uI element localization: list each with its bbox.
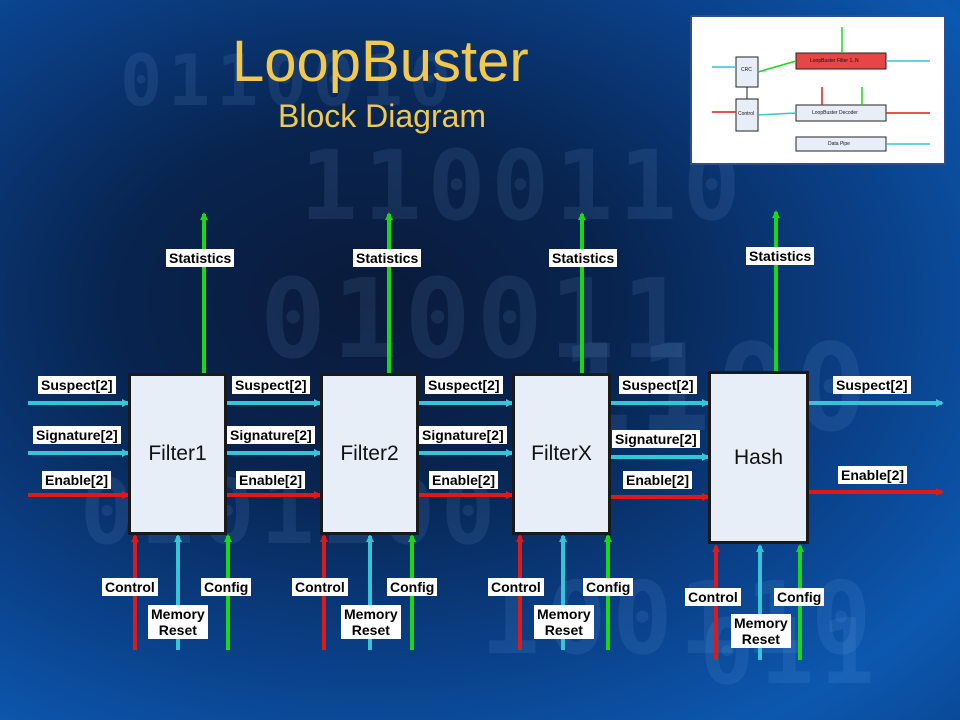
label-memreset-filter1: Memory Reset bbox=[148, 605, 208, 639]
label-memreset-line2: Reset bbox=[158, 622, 197, 638]
label-config-filterx: Config bbox=[583, 578, 634, 596]
label-memreset-line1: Memory bbox=[537, 606, 591, 622]
label-enable-out: Enable[2] bbox=[838, 466, 908, 484]
label-suspect-out: Suspect[2] bbox=[833, 376, 911, 394]
label-control-filter2: Control bbox=[292, 578, 348, 596]
overview-thumbnail: CRC Control LoopBuster Filter 1..N LoopB… bbox=[690, 15, 946, 165]
label-config-hash: Config bbox=[774, 588, 825, 606]
label-control-filter1: Control bbox=[102, 578, 158, 596]
thumb-block-datapipe: Data Pipe bbox=[828, 141, 850, 147]
label-control-hash: Control bbox=[685, 588, 741, 606]
label-statistics-filter1: Statistics bbox=[166, 249, 235, 267]
block-filter1: Filter1 bbox=[128, 373, 227, 535]
label-enable-x-h: Enable[2] bbox=[623, 471, 693, 489]
label-statistics-filterx: Statistics bbox=[549, 249, 618, 267]
block-hash: Hash bbox=[708, 371, 809, 544]
label-suspect-2-x: Suspect[2] bbox=[425, 376, 503, 394]
label-suspect-1-2: Suspect[2] bbox=[232, 376, 310, 394]
label-suspect-x-h: Suspect[2] bbox=[619, 376, 697, 394]
label-memreset-line2: Reset bbox=[544, 622, 583, 638]
label-memreset-filterx: Memory Reset bbox=[534, 605, 594, 639]
label-memreset-line1: Memory bbox=[151, 606, 205, 622]
label-memreset-filter2: Memory Reset bbox=[341, 605, 401, 639]
label-statistics-hash: Statistics bbox=[746, 247, 815, 265]
label-signature-2-x: Signature[2] bbox=[419, 426, 507, 444]
label-memreset-line1: Memory bbox=[734, 615, 788, 631]
label-statistics-filter2: Statistics bbox=[353, 249, 422, 267]
page-subtitle: Block Diagram bbox=[278, 98, 487, 134]
label-memreset-hash: Memory Reset bbox=[731, 614, 791, 648]
label-enable-2-x: Enable[2] bbox=[429, 471, 499, 489]
thumb-block-control: Control bbox=[738, 111, 755, 117]
page-title: LoopBuster bbox=[232, 29, 529, 94]
label-memreset-line1: Memory bbox=[344, 606, 398, 622]
label-config-filter1: Config bbox=[201, 578, 252, 596]
label-memreset-line2: Reset bbox=[351, 622, 390, 638]
thumb-block-crc: CRC bbox=[741, 67, 752, 73]
label-signature-1-2: Signature[2] bbox=[227, 426, 315, 444]
block-filter2: Filter2 bbox=[320, 373, 419, 535]
thumb-block-decoder: LoopBuster Decoder bbox=[812, 110, 858, 116]
label-memreset-line2: Reset bbox=[741, 631, 780, 647]
label-signature-x-h: Signature[2] bbox=[612, 430, 700, 448]
label-config-filter2: Config bbox=[387, 578, 438, 596]
label-signature-in: Signature[2] bbox=[33, 426, 121, 444]
label-enable-in: Enable[2] bbox=[42, 471, 112, 489]
label-control-filterx: Control bbox=[488, 578, 544, 596]
block-filterx: FilterX bbox=[512, 373, 611, 535]
label-suspect-in: Suspect[2] bbox=[38, 376, 116, 394]
thumb-block-filter: LoopBuster Filter 1..N bbox=[810, 58, 859, 64]
label-enable-1-2: Enable[2] bbox=[236, 471, 306, 489]
